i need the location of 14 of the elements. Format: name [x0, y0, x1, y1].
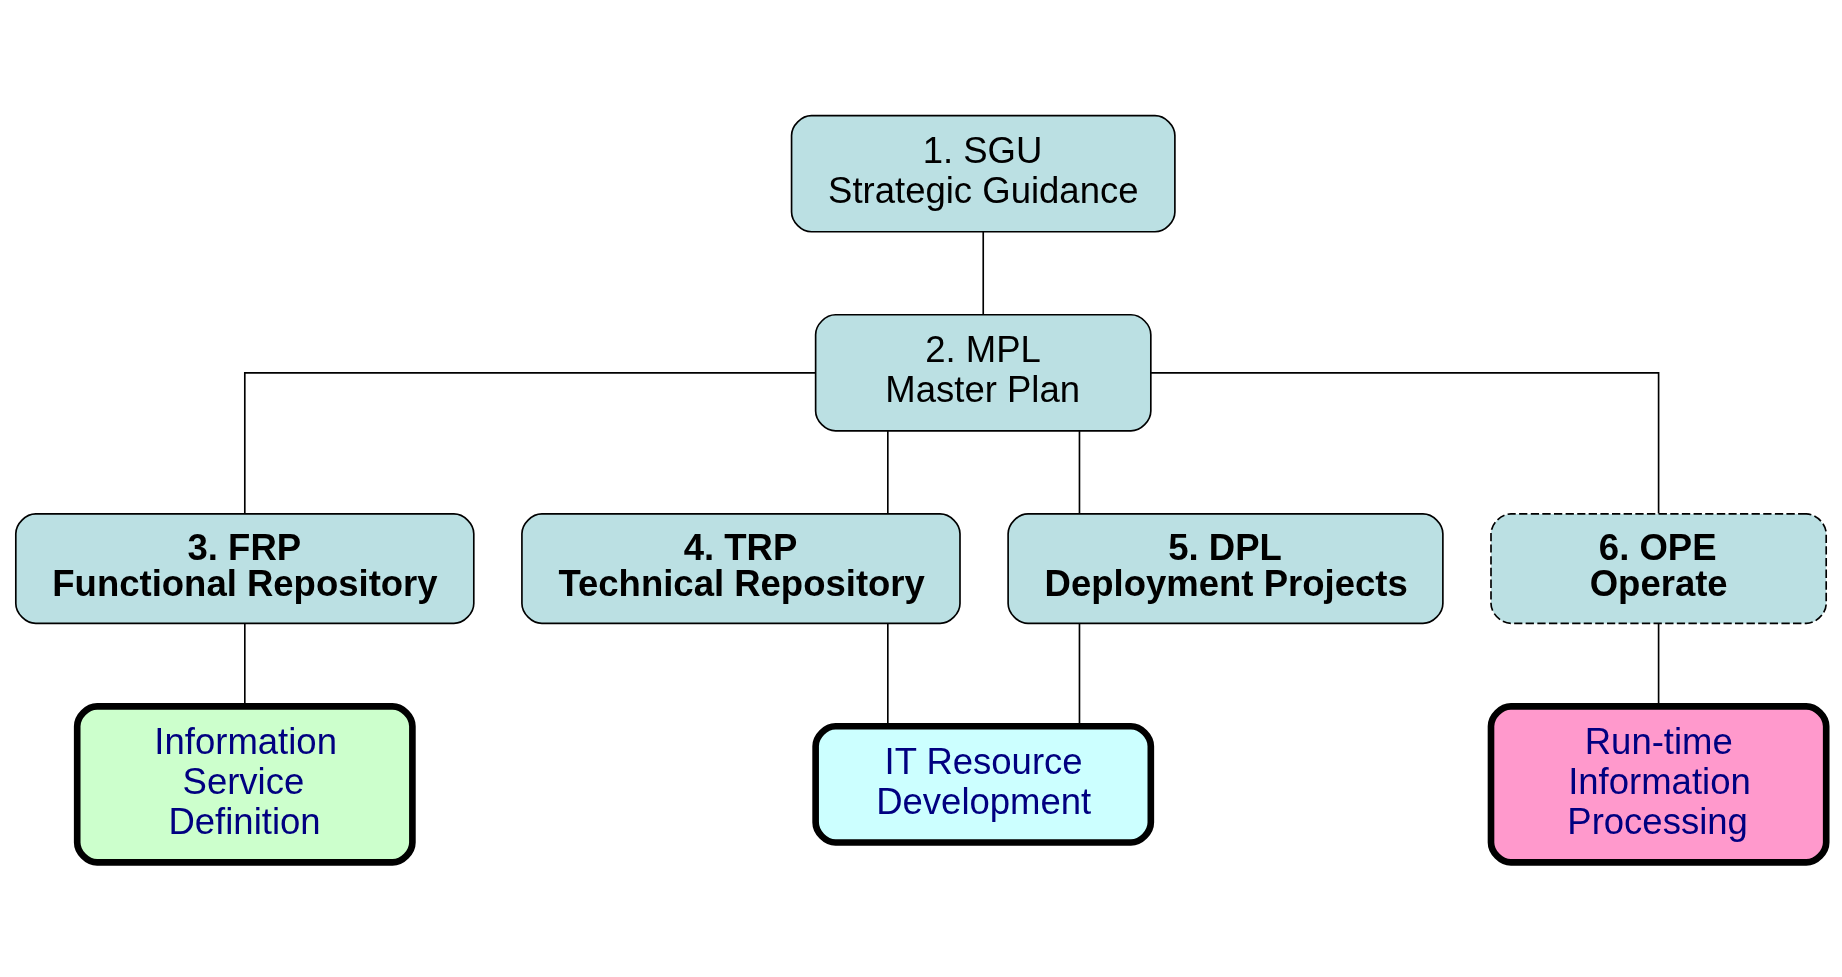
node-box: Run-time Information Processing: [1487, 702, 1830, 866]
connector: [886, 429, 889, 514]
node-box: 6. OPE Operate: [1490, 512, 1828, 624]
connector: [243, 371, 817, 514]
node-box: 4. TRP Technical Repository: [521, 512, 961, 624]
node-box: 3. FRP Functional Repository: [14, 512, 475, 624]
connector: [1150, 371, 1660, 514]
node-box: 1. SGU Strategic Guidance: [790, 114, 1176, 233]
node-box: 2. MPL Master Plan: [814, 313, 1152, 432]
node-box: IT Resource Development: [812, 722, 1155, 846]
connector: [982, 230, 985, 315]
node-box: 5. DPL Deployment Projects: [1007, 512, 1444, 624]
node-box: Information Service Definition: [73, 702, 416, 866]
connector: [1078, 429, 1081, 514]
